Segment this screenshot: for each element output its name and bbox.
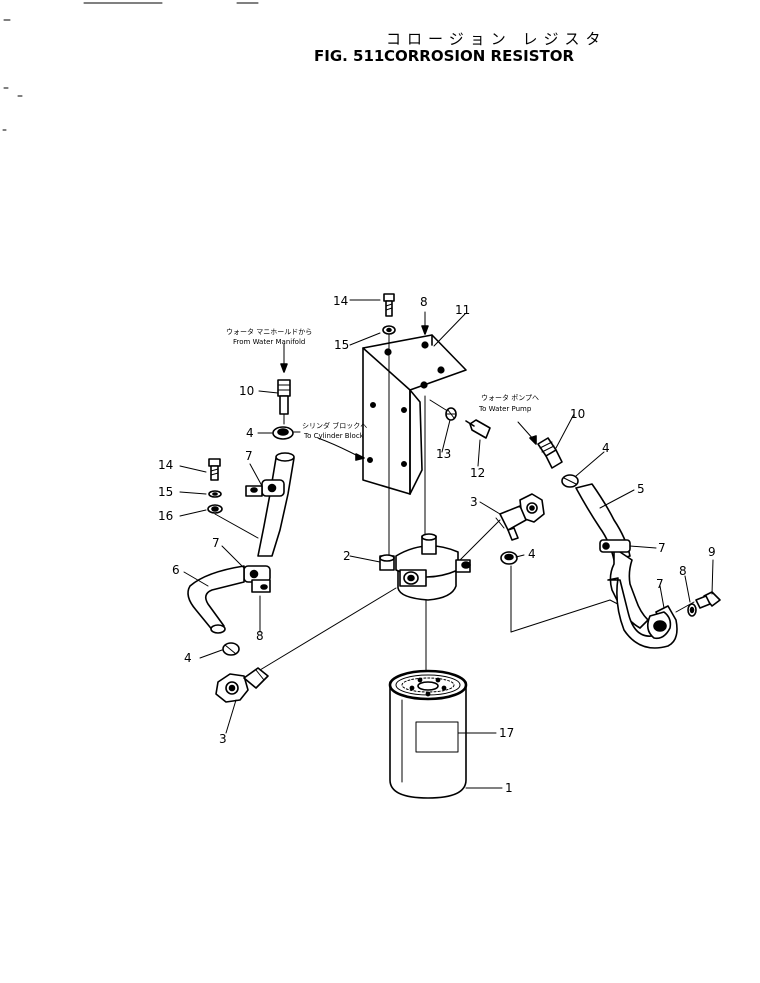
callout-7-left-top: 7 <box>245 449 253 463</box>
callout-3-left: 3 <box>219 732 227 746</box>
callout-4-left: 4 <box>246 426 254 440</box>
callout-7-left-mid: 7 <box>212 536 220 550</box>
callout-14-left: 14 <box>158 458 173 472</box>
bolt-left <box>207 458 259 539</box>
callout-16: 16 <box>158 509 173 523</box>
callout-2: 2 <box>343 549 351 563</box>
callout-13: 13 <box>436 447 451 461</box>
callout-10-left: 10 <box>239 384 254 398</box>
filter-cartridge <box>388 669 468 799</box>
bolt-9 <box>675 591 721 613</box>
callout-8-left: 8 <box>256 629 264 643</box>
note-to-pump-jp: ウォータ ポンプへ <box>481 393 539 402</box>
bolt-12 <box>465 419 491 439</box>
callout-5: 5 <box>637 482 645 496</box>
valve-right <box>459 493 545 561</box>
pipe-right-u <box>607 577 678 649</box>
callout-12: 12 <box>470 466 485 480</box>
callout-6: 6 <box>172 563 180 577</box>
washer-bottom-left <box>222 642 240 656</box>
washer-8-right <box>687 603 697 617</box>
valve-left <box>215 587 397 703</box>
callout-4-right: 4 <box>602 441 610 455</box>
callout-9: 9 <box>708 545 716 559</box>
note-from-manifold-en: From Water Manifold <box>233 338 305 346</box>
arrow-8-top <box>421 311 429 335</box>
figure-title: CORROSION RESISTOR <box>384 47 574 65</box>
washer-right <box>561 474 579 488</box>
callout-8-right: 8 <box>679 564 687 578</box>
pipe-right <box>575 483 649 629</box>
figure-number: FIG. 511 <box>314 47 384 65</box>
callout-15-left: 15 <box>158 485 173 499</box>
title-japanese: コロージョン レジスタ <box>386 30 606 48</box>
washer-middle-right <box>500 551 518 565</box>
callout-4-bottom-left: 4 <box>184 651 192 665</box>
connector-right <box>517 421 563 469</box>
pipe-left-lower <box>187 565 245 634</box>
scan-marks <box>2 2 259 131</box>
callout-3-right: 3 <box>470 495 478 509</box>
washer-left <box>272 426 294 440</box>
clamp-left <box>243 565 271 593</box>
clamp-right <box>599 539 631 553</box>
bolt-top <box>382 293 396 556</box>
callout-14-top: 14 <box>333 294 348 308</box>
callout-11: 11 <box>455 303 470 317</box>
callout-7-right-low: 7 <box>656 577 664 591</box>
callout-4-middle: 4 <box>528 547 536 561</box>
leader-lines <box>179 299 714 789</box>
note-to-pump-en: To Water Pump <box>478 405 532 413</box>
note-to-cylinder-jp: シリンダ ブロックへ <box>302 421 367 430</box>
connector-left <box>277 343 291 425</box>
callout-1: 1 <box>505 781 513 795</box>
nut-13 <box>445 407 457 421</box>
note-from-manifold-jp: ウォータ マニホールドから <box>226 327 312 336</box>
callout-8-top: 8 <box>420 295 428 309</box>
callout-17: 17 <box>499 726 514 740</box>
note-to-cylinder-en: To Cylinder Block <box>303 432 365 440</box>
callout-15-top: 15 <box>334 338 349 352</box>
callout-10-right: 10 <box>570 407 585 421</box>
filter-head <box>379 533 471 673</box>
pipe-left-upper <box>245 452 295 557</box>
callout-7-right: 7 <box>658 541 666 555</box>
